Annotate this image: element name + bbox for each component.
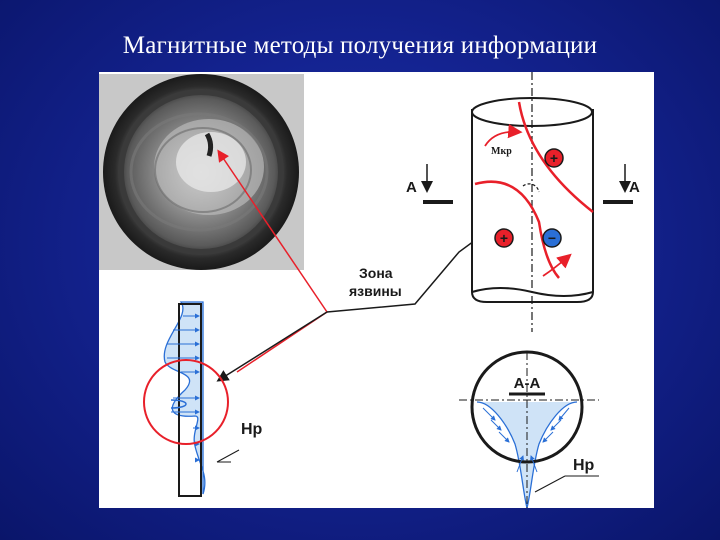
section-marker-right bbox=[603, 164, 633, 204]
section-marker-left bbox=[421, 164, 453, 204]
defect-circle-left bbox=[143, 359, 229, 445]
section-marker-right-label: А bbox=[629, 179, 640, 196]
diagram-svg: Зона язвины Нр bbox=[99, 72, 640, 508]
pit-defect bbox=[204, 132, 214, 157]
field-label-left: Нр bbox=[241, 421, 263, 438]
pipe-torque-diagram: + + − Мкр bbox=[471, 72, 594, 332]
torque-label: Мкр bbox=[491, 146, 512, 157]
minus-pole bbox=[542, 228, 562, 248]
zone-label-line2: язвины bbox=[349, 283, 402, 299]
slide-title: Магнитные методы получения информации bbox=[122, 32, 598, 59]
field-label-right: Нр bbox=[573, 457, 595, 474]
plus-pole-upper bbox=[544, 148, 564, 168]
minus-pole-sign: − bbox=[548, 230, 556, 246]
section-marker-left-label: А bbox=[406, 179, 417, 196]
plus-pole-lower-sign: + bbox=[500, 230, 508, 246]
zone-label-line1: Зона bbox=[359, 265, 393, 281]
pipe-photo bbox=[99, 74, 304, 270]
cross-section-diagram bbox=[459, 350, 599, 508]
diagram-panel: Зона язвины Нр bbox=[99, 72, 654, 508]
plus-pole-lower bbox=[494, 228, 514, 248]
plus-pole-upper-sign: + bbox=[550, 150, 558, 166]
field-distribution-left bbox=[143, 301, 240, 497]
section-label: А-А bbox=[514, 375, 541, 392]
